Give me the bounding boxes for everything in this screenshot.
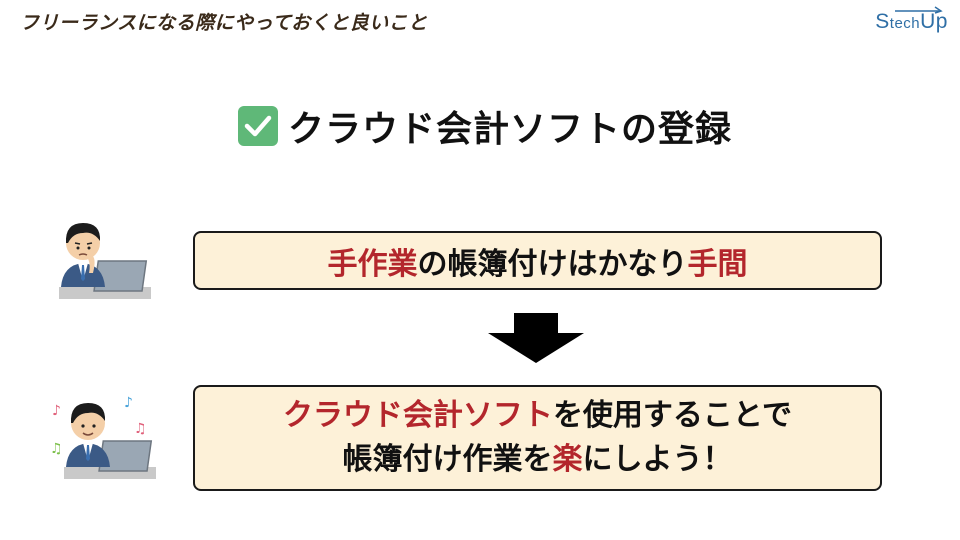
logo-tech: tech (889, 15, 921, 32)
solution-line-2: 帳簿付け作業を楽にしよう！ (343, 438, 733, 482)
text-bookkeeping: の帳簿付けはかなり (417, 246, 688, 282)
solution-line-1: クラウド会計ソフトを使用することで (283, 394, 792, 438)
text-cloud-software: クラウド会計ソフト (282, 398, 553, 433)
text-handwork: 手作業 (327, 246, 418, 282)
svg-text:♫: ♫ (134, 421, 147, 437)
check-mark-icon (238, 106, 278, 146)
problem-box: 手作業の帳簿付けはかなり手間 (193, 231, 882, 290)
header-title: フリーランスになる際にやっておくと良いこと (20, 12, 428, 34)
heading-text: クラウド会計ソフトの登録 (288, 109, 733, 150)
svg-text:♪: ♪ (124, 395, 133, 411)
tired-worker-icon (59, 223, 151, 299)
text-by-using: を使用することで (552, 398, 793, 433)
down-arrow-icon (488, 313, 584, 363)
svg-text:♫: ♫ (50, 441, 63, 457)
svg-text:♪: ♪ (52, 403, 61, 419)
text-easy: 楽 (552, 442, 583, 477)
happy-worker-icon: ♪ ♪ ♫ ♫ (50, 395, 156, 479)
logo-up: Up (920, 10, 948, 33)
text-lets-make: にしよう！ (582, 442, 733, 477)
text-bookkeeping-work: 帳簿付け作業を (342, 442, 553, 477)
logo-s: S (875, 10, 890, 33)
stechup-logo: StechUp (875, 6, 948, 34)
main-heading: クラウド会計ソフトの登録 (238, 100, 732, 152)
solution-box: クラウド会計ソフトを使用することで 帳簿付け作業を楽にしよう！ (193, 385, 882, 491)
text-effort: 手間 (687, 246, 748, 282)
logo-arrow-icon (895, 6, 943, 14)
